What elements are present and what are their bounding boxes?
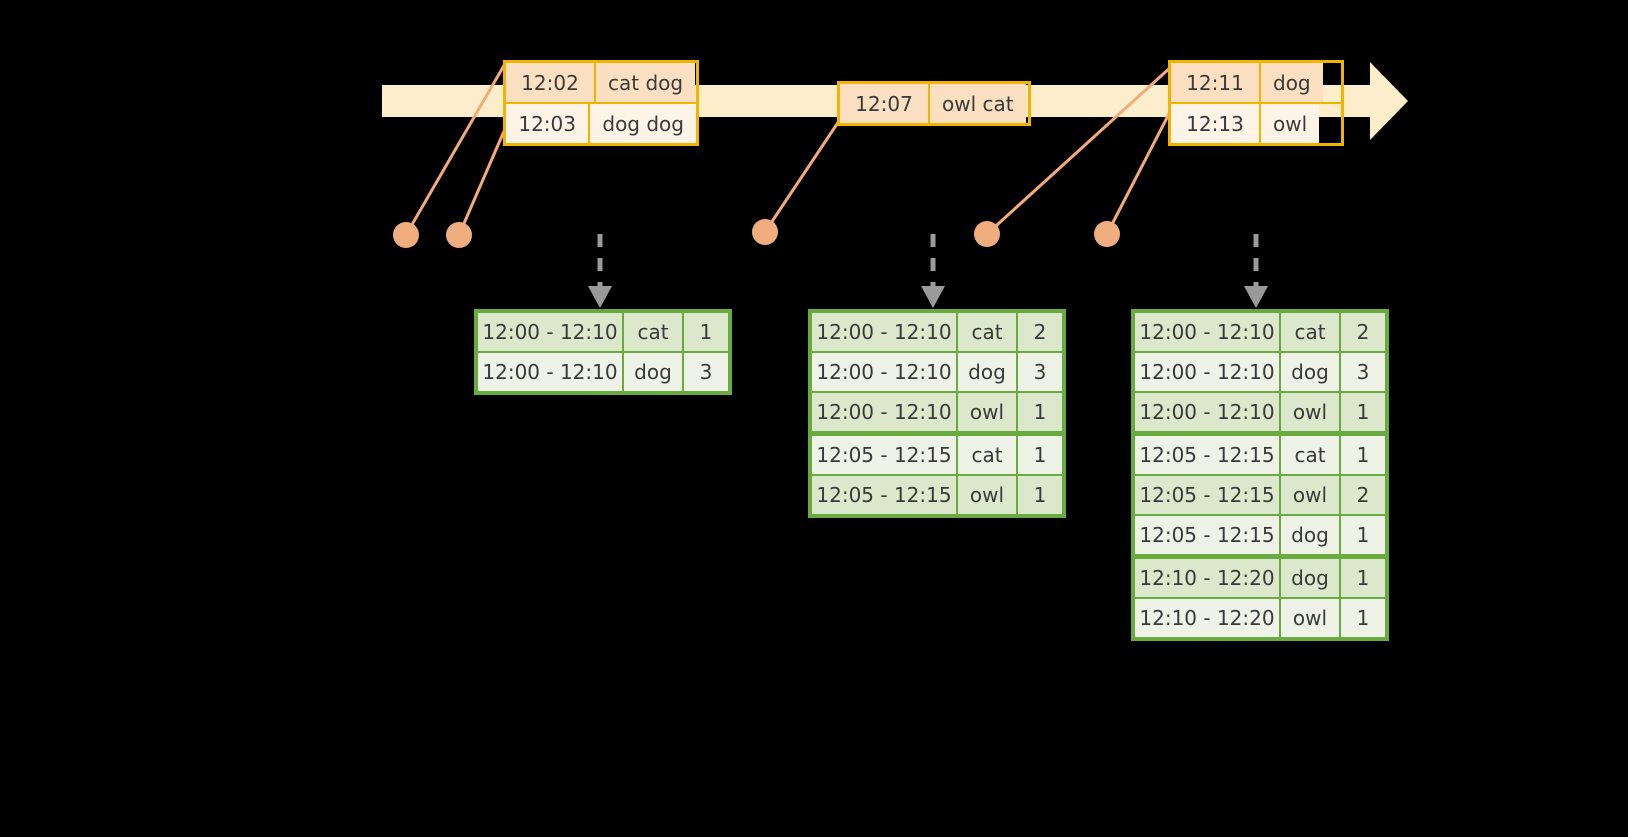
event-row[interactable]: 12:02 cat dog (506, 63, 696, 102)
event-words: owl cat (930, 84, 1026, 123)
count-cell: 1 (1341, 559, 1385, 597)
event-row[interactable]: 12:13 owl (1171, 102, 1341, 143)
dashed-arrow-head (921, 286, 945, 308)
count-cell: 1 (1018, 393, 1062, 431)
table-row[interactable]: 12:00 - 12:10 owl 1 (812, 393, 1062, 431)
table-row[interactable]: 12:05 - 12:15 cat 1 (812, 436, 1062, 474)
table-row[interactable]: 12:10 - 12:20 dog 1 (1135, 559, 1385, 597)
word-cell: owl (1281, 393, 1339, 431)
count-cell: 2 (1018, 313, 1062, 351)
count-cell: 2 (1341, 313, 1385, 351)
event-time: 12:02 (506, 63, 596, 102)
event-time: 12:13 (1171, 104, 1261, 143)
word-cell: dog (1281, 559, 1339, 597)
event-words: owl (1261, 104, 1320, 143)
table-row[interactable]: 12:00 - 12:10 cat 1 (478, 313, 728, 351)
count-cell: 2 (1341, 476, 1385, 514)
window-cell: 12:10 - 12:20 (1135, 559, 1279, 597)
result-table-2[interactable]: 12:00 - 12:10 cat 2 12:00 - 12:10 dog 3 … (808, 309, 1066, 518)
count-cell: 1 (684, 313, 728, 351)
count-cell: 1 (1341, 516, 1385, 554)
window-cell: 12:00 - 12:10 (478, 353, 622, 391)
window-cell: 12:00 - 12:10 (812, 393, 956, 431)
timeline-dot (393, 222, 419, 248)
window-cell: 12:00 - 12:10 (812, 353, 956, 391)
dashed-arrow-head (1244, 286, 1268, 308)
word-cell: cat (1281, 313, 1339, 351)
window-cell: 12:00 - 12:10 (478, 313, 622, 351)
result-table-3[interactable]: 12:00 - 12:10 cat 2 12:00 - 12:10 dog 3 … (1131, 309, 1389, 641)
window-cell: 12:05 - 12:15 (812, 476, 956, 514)
window-cell: 12:10 - 12:20 (1135, 599, 1279, 637)
window-cell: 12:00 - 12:10 (1135, 353, 1279, 391)
word-cell: dog (1281, 516, 1339, 554)
count-cell: 1 (1341, 393, 1385, 431)
table-row[interactable]: 12:00 - 12:10 cat 2 (812, 313, 1062, 351)
word-cell: owl (1281, 599, 1339, 637)
event-time: 12:07 (840, 84, 930, 123)
count-cell: 1 (1018, 436, 1062, 474)
word-cell: owl (958, 476, 1016, 514)
window-cell: 12:05 - 12:15 (1135, 516, 1279, 554)
table-row[interactable]: 12:00 - 12:10 owl 1 (1135, 393, 1385, 431)
count-cell: 3 (684, 353, 728, 391)
timeline-dot (752, 219, 778, 245)
event-group-3[interactable]: 12:11 dog 12:13 owl (1168, 60, 1344, 146)
event-words: dog (1261, 63, 1323, 102)
count-cell: 3 (1018, 353, 1062, 391)
word-cell: cat (958, 436, 1016, 474)
event-group-2[interactable]: 12:07 owl cat (837, 81, 1031, 126)
table-row[interactable]: 12:00 - 12:10 dog 3 (1135, 353, 1385, 391)
count-cell: 3 (1341, 353, 1385, 391)
word-cell: cat (1281, 436, 1339, 474)
word-cell: dog (624, 353, 682, 391)
event-group-1[interactable]: 12:02 cat dog 12:03 dog dog (503, 60, 699, 146)
timeline-dot (974, 221, 1000, 247)
word-cell: dog (958, 353, 1016, 391)
window-cell: 12:05 - 12:15 (1135, 436, 1279, 474)
table-row[interactable]: 12:05 - 12:15 dog 1 (1135, 516, 1385, 554)
count-cell: 1 (1341, 599, 1385, 637)
window-cell: 12:00 - 12:10 (1135, 393, 1279, 431)
window-cell: 12:05 - 12:15 (1135, 476, 1279, 514)
table-row[interactable]: 12:00 - 12:10 cat 2 (1135, 313, 1385, 351)
event-row[interactable]: 12:07 owl cat (840, 84, 1028, 123)
timeline-dot (1094, 221, 1120, 247)
table-row[interactable]: 12:00 - 12:10 dog 3 (812, 353, 1062, 391)
timeline-dot (446, 222, 472, 248)
event-time: 12:03 (506, 104, 591, 143)
event-time: 12:11 (1171, 63, 1261, 102)
event-words: cat dog (596, 63, 696, 102)
event-row[interactable]: 12:03 dog dog (506, 102, 696, 143)
event-words: dog dog (590, 104, 696, 143)
window-cell: 12:00 - 12:10 (812, 313, 956, 351)
window-cell: 12:05 - 12:15 (812, 436, 956, 474)
word-cell: owl (958, 393, 1016, 431)
event-row[interactable]: 12:11 dog (1171, 63, 1341, 102)
result-table-1[interactable]: 12:00 - 12:10 cat 1 12:00 - 12:10 dog 3 (474, 309, 732, 395)
word-cell: cat (958, 313, 1016, 351)
word-cell: dog (1281, 353, 1339, 391)
table-row[interactable]: 12:00 - 12:10 dog 3 (478, 353, 728, 391)
word-cell: cat (624, 313, 682, 351)
table-row[interactable]: 12:05 - 12:15 cat 1 (1135, 436, 1385, 474)
window-cell: 12:00 - 12:10 (1135, 313, 1279, 351)
count-cell: 1 (1018, 476, 1062, 514)
table-row[interactable]: 12:05 - 12:15 owl 1 (812, 476, 1062, 514)
word-cell: owl (1281, 476, 1339, 514)
dashed-arrow-head (588, 286, 612, 308)
table-row[interactable]: 12:10 - 12:20 owl 1 (1135, 599, 1385, 637)
table-row[interactable]: 12:05 - 12:15 owl 2 (1135, 476, 1385, 514)
count-cell: 1 (1341, 436, 1385, 474)
